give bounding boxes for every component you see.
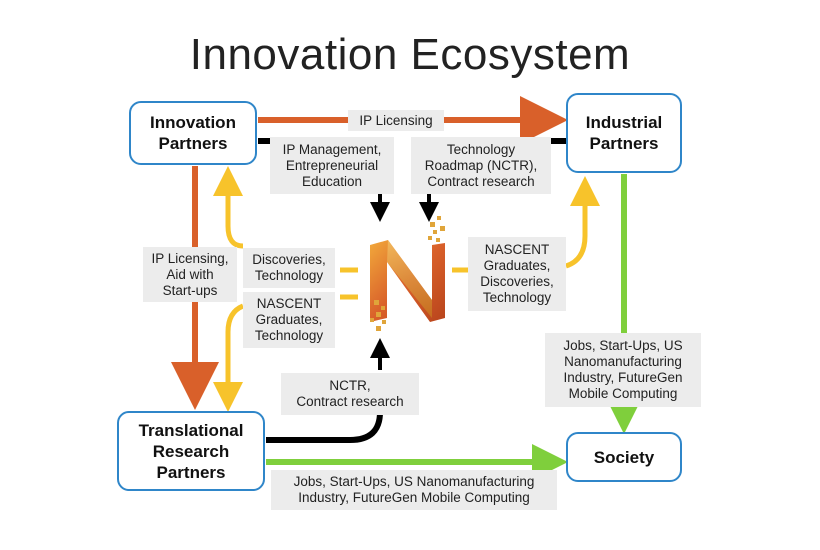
jobs-startups-bottom-label: Jobs, Start-Ups, US Nanomanufacturing In…: [271, 470, 557, 510]
translational-research-partners-box: Translational Research Partners: [117, 411, 265, 491]
technology-roadmap-label: Technology Roadmap (NCTR), Contract rese…: [411, 137, 551, 194]
nctr-contract-research-label: NCTR, Contract research: [281, 373, 419, 415]
discoveries-technology-label: Discoveries, Technology: [243, 248, 335, 288]
nascent-right-to-industrial-arrow: [565, 176, 600, 269]
jobs-startups-right-label: Jobs, Start-Ups, US Nanomanufacturing In…: [545, 333, 701, 407]
nascent-n-logo: [370, 216, 445, 331]
ip-management-label: IP Management, Entrepreneurial Education: [270, 137, 394, 194]
diagram-title: Innovation Ecosystem: [189, 30, 631, 79]
society-box: Society: [566, 432, 682, 482]
innovation-partners-box: Innovation Partners: [129, 101, 257, 165]
ip-licensing-label: IP Licensing: [348, 110, 444, 131]
nascent-left-to-translational-arrow: [213, 303, 245, 412]
nascent-graduates-left-label: NASCENT Graduates, Technology: [243, 292, 335, 348]
nascent-graduates-right-label: NASCENT Graduates, Discoveries, Technolo…: [468, 237, 566, 311]
discoveries-to-innovation-arrow: [213, 166, 244, 249]
ip-licensing-aid-label: IP Licensing, Aid with Start-ups: [143, 247, 237, 302]
industrial-partners-box: Industrial Partners: [566, 93, 682, 173]
